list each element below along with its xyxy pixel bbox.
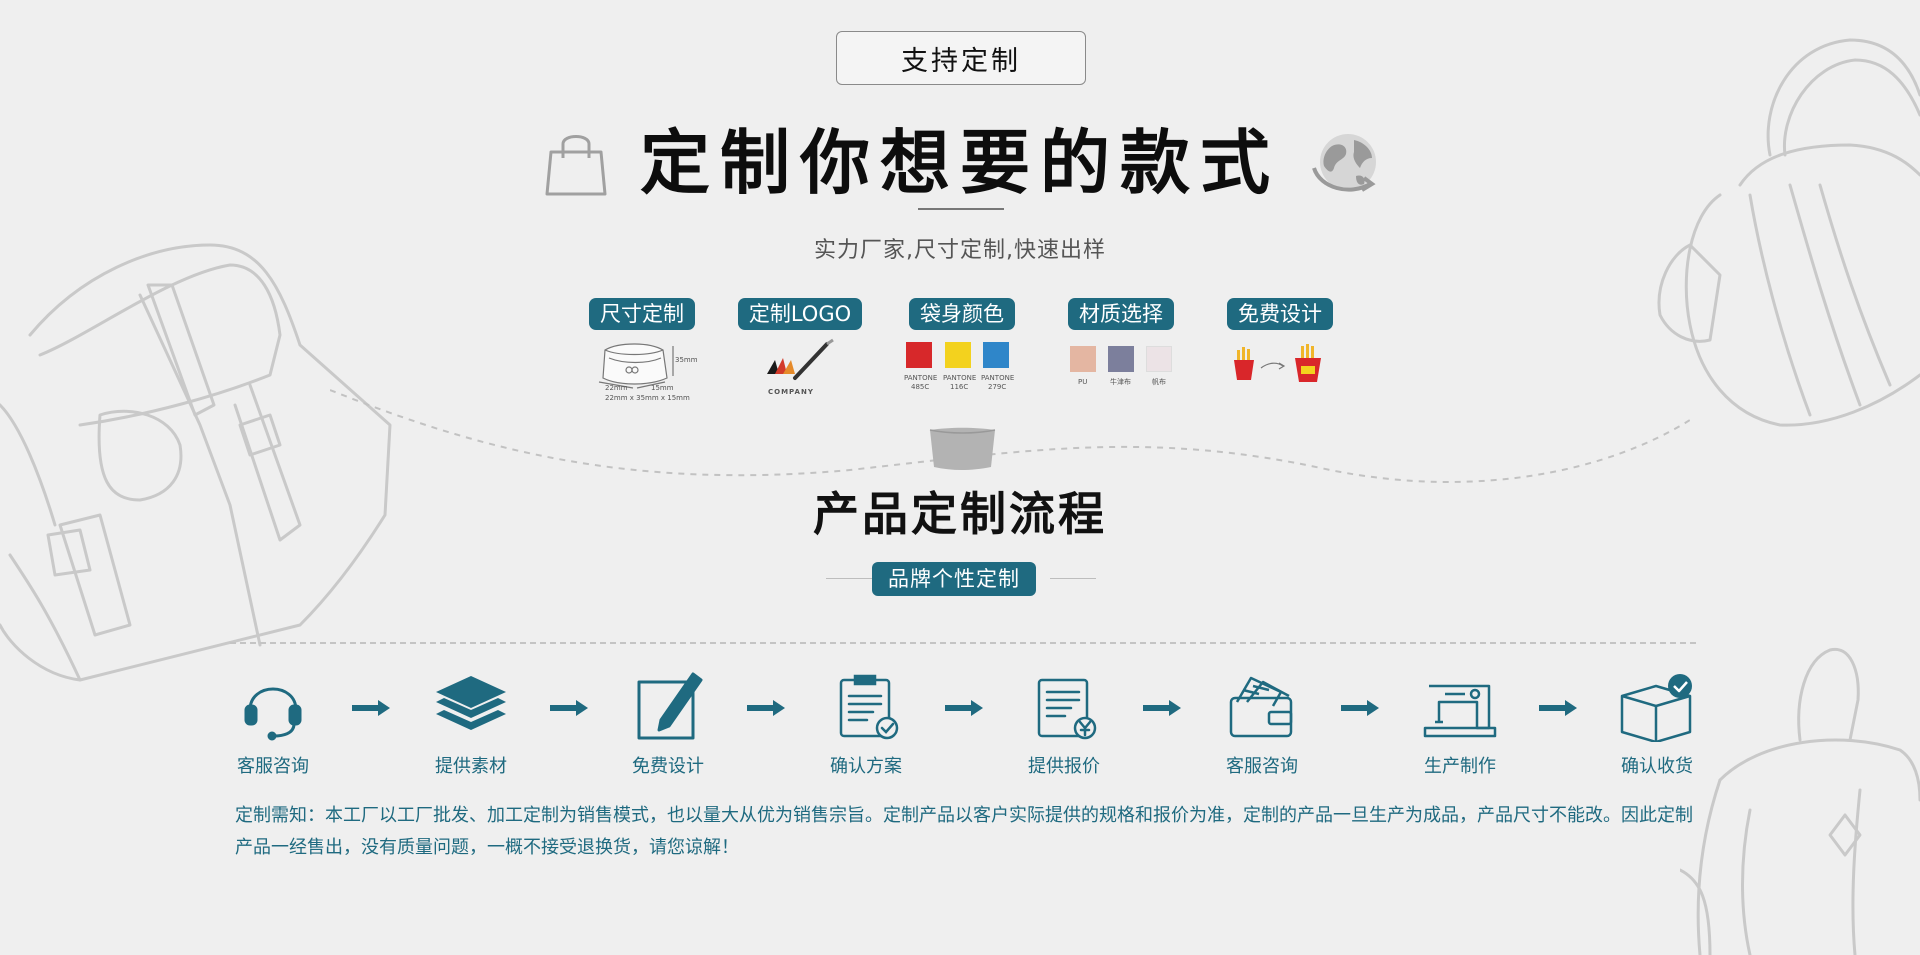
option-logo-custom: 定制LOGO COMPANY [737, 298, 863, 396]
invoice-yen-icon [1037, 678, 1097, 740]
option-label: 定制LOGO [737, 298, 863, 330]
step-label: 生产制作 [1424, 756, 1496, 777]
layers-icon [436, 676, 506, 730]
step-label: 客服咨询 [237, 756, 309, 777]
process-step: 提供素材 [416, 672, 526, 778]
option-label: 袋身颜色 [909, 298, 1015, 330]
swatch-name: PANTONE [904, 374, 938, 382]
process-step: 免费设计 [613, 672, 723, 778]
process-step: 确认方案 [811, 672, 921, 778]
pouch-dimensions-icon [598, 343, 674, 389]
swatch-code: 116C [950, 383, 969, 391]
step-label: 确认收货 [1621, 756, 1693, 777]
backpack-sketch-bottom-icon [1680, 647, 1920, 955]
messenger-bag-sketch-icon [0, 243, 392, 682]
step-label: 确认方案 [830, 756, 902, 777]
color-swatch-yellow [945, 342, 971, 368]
material-swatch-canvas [1146, 346, 1172, 372]
subtitle-rule-right [1050, 578, 1096, 579]
fries-design-icon [1234, 344, 1321, 382]
step-label: 免费设计 [632, 756, 704, 777]
step-label: 提供素材 [435, 756, 507, 777]
step-label: 客服咨询 [1226, 756, 1298, 777]
step-label: 提供报价 [1028, 756, 1100, 777]
dimension-width: 22mm [605, 384, 628, 392]
swatch-name: PANTONE [943, 374, 977, 382]
headset-icon [244, 687, 302, 741]
option-label: 尺寸定制 [589, 298, 695, 330]
option-size-custom: 尺寸定制 35mm 22mm 15mm 22mm x 35mm x 15mm [579, 298, 705, 402]
page-subtitle: 实力厂家,尺寸定制,快速出样 [814, 238, 1106, 263]
subtitle-rule-left [826, 578, 872, 579]
option-label: 免费设计 [1227, 298, 1333, 330]
swatch-code: 485C [911, 383, 930, 391]
swatch-code: 279C [988, 383, 1007, 391]
dimension-depth: 15mm [651, 384, 674, 392]
color-swatch-red [906, 342, 932, 368]
clipboard-check-icon [839, 674, 899, 740]
process-step: 确认收货 [1602, 672, 1712, 778]
swatch-name: PANTONE [981, 374, 1015, 382]
arrow-right-icon [550, 700, 588, 716]
arrow-right-icon [1143, 700, 1181, 716]
arrow-right-icon [1341, 700, 1379, 716]
shopping-bag-icon [545, 135, 607, 196]
process-step: 提供报价 [1009, 672, 1119, 778]
sewing-machine-icon [1423, 684, 1497, 738]
option-body-color: 袋身颜色 PANTONE 485C PANTONE 116C PANTONE 2… [899, 298, 1025, 391]
process-dashed-divider [230, 642, 1696, 644]
arrow-right-icon [945, 700, 983, 716]
box-check-icon [1620, 674, 1692, 744]
option-material: 材质选择 PU 牛津布 帆布 [1058, 298, 1184, 386]
pouch-sketch-icon [929, 427, 996, 470]
material-name: 牛津布 [1110, 378, 1131, 386]
logo-caption: COMPANY [768, 388, 814, 396]
page-title: 定制你想要的款式 [640, 122, 1280, 204]
custom-support-badge: 支持定制 [836, 31, 1086, 85]
globe-icon [1312, 134, 1376, 192]
material-name: PU [1078, 378, 1088, 386]
process-subtitle-badge: 品牌个性定制 [872, 562, 1036, 596]
process-step: 生产制作 [1405, 672, 1515, 778]
material-swatch-oxford [1108, 346, 1134, 372]
arrow-right-icon [747, 700, 785, 716]
color-swatch-blue [983, 342, 1009, 368]
dashed-wave-line [330, 389, 1690, 483]
arrow-right-icon [352, 700, 390, 716]
process-step: 客服咨询 [218, 672, 328, 778]
material-name: 帆布 [1152, 378, 1166, 386]
logo-pen-icon [767, 338, 834, 380]
wallet-cards-icon [1229, 676, 1293, 738]
dimension-caption: 22mm x 35mm x 15mm [605, 394, 690, 402]
arrow-right-icon [1539, 700, 1577, 716]
process-title: 产品定制流程 [813, 487, 1107, 541]
option-free-design: 免费设计 [1217, 298, 1343, 382]
option-label: 材质选择 [1068, 298, 1174, 330]
dimension-height: 35mm [675, 356, 698, 364]
material-swatch-pu [1070, 346, 1096, 372]
pen-edit-icon [637, 672, 703, 740]
title-divider [918, 208, 1004, 210]
backpack-sketch-top-icon [1657, 38, 1920, 427]
process-step: 客服咨询 [1207, 672, 1317, 778]
custom-notice-text: 定制需知：本工厂以工厂批发、加工定制为销售模式，也以量大从优为销售宗旨。定制产品… [235, 805, 1693, 858]
